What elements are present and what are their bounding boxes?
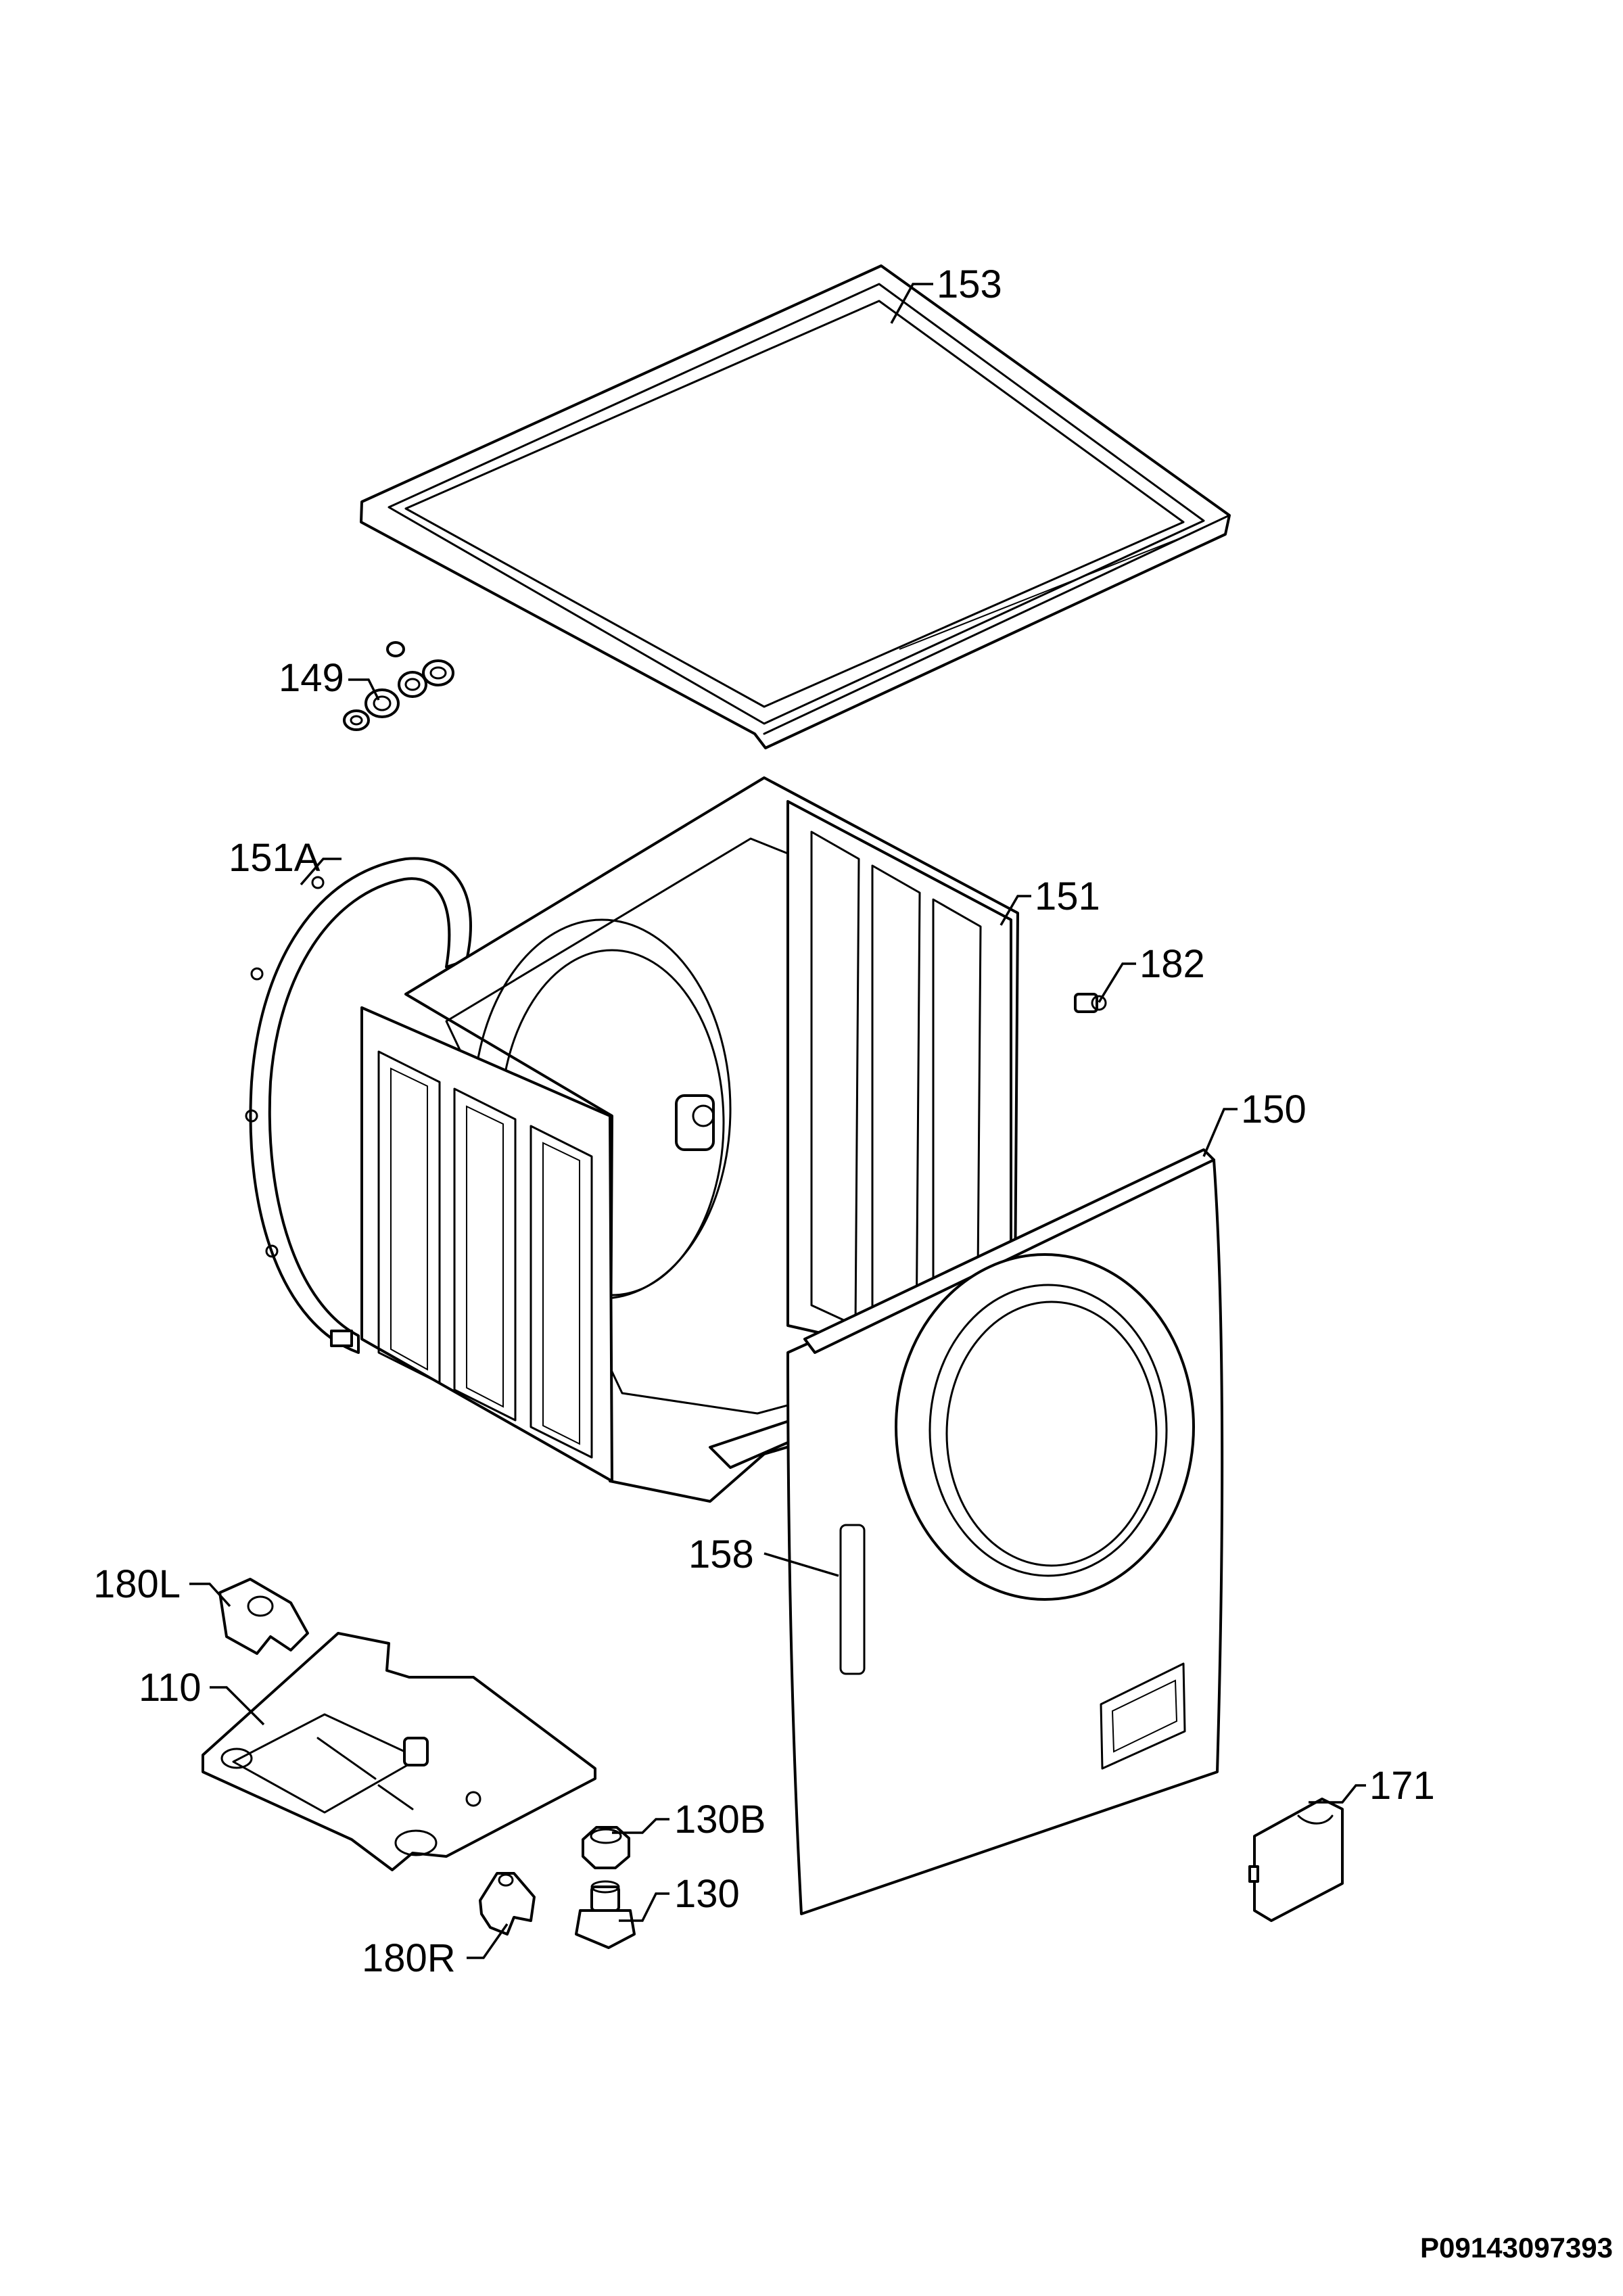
callout-labels: 153 149 151A 151 182 150 158 180L 110 13…: [93, 262, 1435, 1980]
callout-150: 150: [1241, 1087, 1307, 1131]
leader-130B: [612, 1818, 669, 1834]
callout-171: 171: [1369, 1764, 1435, 1808]
part-150-front-panel: [786, 1148, 1224, 1915]
leader-180L: [189, 1583, 231, 1608]
leader-150: [1202, 1108, 1238, 1157]
part-153-top-cover: [360, 264, 1231, 749]
part-149-seals: [343, 641, 454, 731]
callout-180L: 180L: [93, 1562, 181, 1606]
leader-151: [999, 895, 1031, 926]
part-110-base-plate: [202, 1632, 596, 1871]
leader-171: [1309, 1784, 1366, 1804]
callout-180R: 180R: [362, 1936, 456, 1980]
part-182-clip: [1074, 993, 1107, 1013]
leader-153: [890, 283, 933, 324]
callout-130: 130: [674, 1872, 740, 1916]
leader-110: [210, 1686, 265, 1726]
callout-182: 182: [1139, 942, 1205, 986]
leader-180R: [467, 1923, 509, 1959]
callout-110: 110: [139, 1666, 201, 1710]
leader-158: [763, 1552, 839, 1577]
leader-lines: [189, 283, 1366, 1959]
part-180R-foot: [479, 1872, 536, 1936]
part-130-fitting: [575, 1880, 636, 1949]
leader-182: [1098, 962, 1136, 1003]
part-180L-foot: [218, 1578, 309, 1655]
callout-151A: 151A: [229, 836, 321, 880]
callout-153: 153: [937, 262, 1002, 306]
drawing-code: P09143097393: [1420, 2232, 1613, 2264]
leader-130: [619, 1892, 669, 1922]
callout-151: 151: [1035, 874, 1100, 918]
callout-149: 149: [279, 656, 344, 700]
leader-149: [348, 678, 380, 701]
part-171-service-flap: [1248, 1798, 1344, 1922]
callout-158: 158: [688, 1532, 754, 1576]
leader-151A: [300, 858, 342, 886]
callout-130B: 130B: [674, 1798, 766, 1842]
part-130B-nut: [582, 1826, 630, 1869]
